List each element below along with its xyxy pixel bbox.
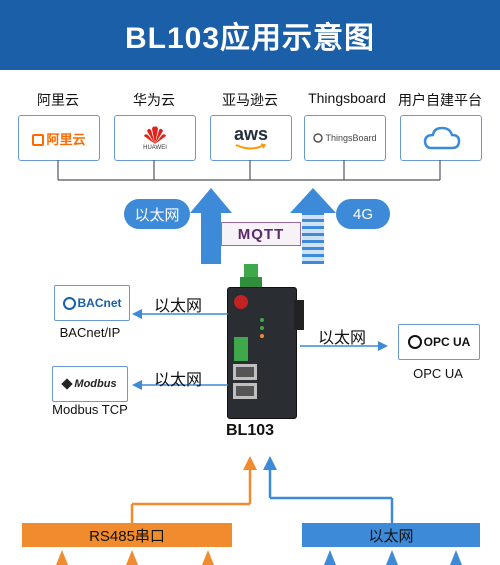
cloud-icon bbox=[423, 126, 461, 150]
aliyun-logo-icon: 阿里云 bbox=[32, 129, 86, 148]
aws-logo-text: aws bbox=[233, 124, 269, 144]
ethernet-uplink-arrow bbox=[190, 188, 232, 264]
ethernet-pill: 以太网 bbox=[124, 199, 190, 229]
header-banner: BL103应用示意图 bbox=[0, 0, 500, 70]
rs485-bar: RS485串口 bbox=[22, 523, 232, 547]
cloud-box-custom bbox=[400, 115, 482, 161]
cloud-label-thingsboard: Thingsboard bbox=[308, 90, 386, 106]
mqtt-logo: MQTT bbox=[221, 222, 301, 246]
thingsboard-logo-text: ThingsBoard bbox=[325, 133, 377, 143]
modbus-box: Modbus bbox=[52, 366, 128, 402]
left-device-arrows bbox=[132, 309, 228, 390]
opcua-label: OPC UA bbox=[413, 366, 463, 381]
bacnet-label: BACnet/IP bbox=[59, 325, 121, 340]
modbus-logo-text: Modbus bbox=[74, 378, 117, 390]
opcua-arrow-label: 以太网 bbox=[318, 330, 367, 347]
cloud-label-aliyun: 阿里云 bbox=[37, 92, 79, 108]
cloud-label-custom: 用户自建平台 bbox=[398, 92, 482, 108]
mqtt-logo-text: MQTT bbox=[237, 225, 285, 243]
thingsboard-logo-icon bbox=[313, 133, 324, 143]
opcua-box: OPC UA bbox=[398, 324, 480, 360]
opcua-logo: OPC UA bbox=[407, 334, 471, 350]
page-title: BL103应用示意图 bbox=[124, 22, 376, 55]
cloud-label-aws: 亚马逊云 bbox=[222, 92, 278, 108]
bacnet-logo-text: BACnet bbox=[77, 295, 122, 310]
bacnet-box: BACnet bbox=[54, 285, 130, 321]
opcua-logo-text: OPC UA bbox=[423, 334, 471, 349]
bottom-connections bbox=[130, 456, 394, 523]
bacnet-logo: BACnet bbox=[62, 295, 122, 311]
4g-uplink-arrow bbox=[290, 188, 336, 264]
4g-pill: 4G bbox=[336, 199, 390, 229]
cloud-box-huawei: HUAWEI bbox=[114, 115, 196, 161]
aliyun-logo-text: 阿里云 bbox=[46, 131, 86, 147]
cloud-box-aws: aws bbox=[210, 115, 292, 161]
huawei-logo-icon bbox=[144, 126, 166, 144]
modbus-label: Modbus TCP bbox=[52, 402, 128, 417]
cloud-label-huawei: 华为云 bbox=[133, 92, 175, 108]
cloud-bus-lines bbox=[57, 160, 441, 181]
huawei-logo-text: HUAWEI bbox=[143, 145, 167, 151]
gateway-illustration bbox=[233, 264, 304, 399]
modbus-logo: Modbus bbox=[61, 378, 117, 390]
cloud-box-thingsboard: ThingsBoard bbox=[304, 115, 386, 161]
gateway-title: BL103 bbox=[225, 422, 275, 439]
ethernet-bar: 以太网 bbox=[302, 523, 480, 547]
bacnet-arrow-label: 以太网 bbox=[154, 298, 203, 315]
cloud-box-aliyun: 阿里云 bbox=[18, 115, 100, 161]
bottom-input-arrows bbox=[56, 550, 462, 565]
right-device-arrow bbox=[300, 341, 388, 351]
aws-smile-icon bbox=[235, 143, 267, 150]
modbus-arrow-label: 以太网 bbox=[154, 372, 203, 389]
